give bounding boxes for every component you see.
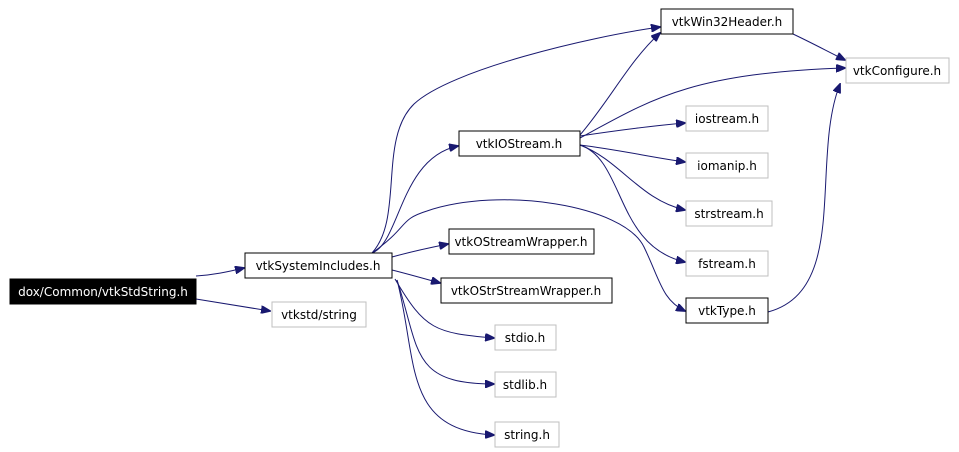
node-vtkConfigure[interactable]: vtkConfigure.h [845,57,950,84]
node-strstream-box [685,200,773,227]
node-vtkSystemIncludes[interactable]: vtkSystemIncludes.h [244,252,393,279]
graph-nodes: dox/Common/vtkStdString.h vtkstd/string … [9,8,950,448]
edge-vtkIOStream-strstream [579,144,685,210]
node-iomanip-box [685,152,769,179]
node-vtkOStrStreamWrapper-label: vtkOStrStreamWrapper.h [451,284,601,298]
node-vtkSystemIncludes-box [244,252,393,279]
node-vtkSystemIncludes-label: vtkSystemIncludes.h [256,259,381,273]
node-root[interactable]: dox/Common/vtkStdString.h [9,278,197,305]
node-iostream-box [685,105,769,132]
edge-vtkSystemIncludes-vtkOStrStreamWrapper [391,269,440,283]
edge-vtkSystemIncludes-vtkOStreamWrapper [391,244,448,258]
node-root-label: dox/Common/vtkStdString.h [18,285,188,299]
edge-vtkSystemIncludes-vtkType [371,199,685,311]
node-vtkType-label: vtkType.h [698,304,756,318]
node-stdlib-label: stdlib.h [503,378,547,392]
node-stdlib[interactable]: stdlib.h [494,371,557,398]
edge-vtkWin32Header-vtkConfigure [792,33,845,60]
node-vtkConfigure-box [845,57,950,84]
edge-vtkIOStream-iostream [579,123,685,137]
node-vtkWin32Header-box [660,8,794,35]
node-vtkOStrStreamWrapper[interactable]: vtkOStrStreamWrapper.h [440,277,613,304]
node-vtkConfigure-label: vtkConfigure.h [853,64,941,78]
node-vtkIOStream-label: vtkIOStream.h [476,137,563,151]
node-vtkOStreamWrapper[interactable]: vtkOStreamWrapper.h [448,228,595,255]
node-strstream[interactable]: strstream.h [685,200,773,227]
node-vtkOStreamWrapper-box [448,228,595,255]
node-iostream[interactable]: iostream.h [685,105,769,132]
node-vtkstd-string-label: vtkstd/string [281,308,357,322]
edge-vtkSystemIncludes-vtkIOStream [371,146,458,254]
edge-vtkIOStream-fstream [579,144,685,262]
node-iomanip[interactable]: iomanip.h [685,152,769,179]
node-fstream-box [685,250,769,277]
node-strstream-label: strstream.h [694,207,763,221]
edge-vtkSystemIncludes-vtkWin32Header [371,27,660,254]
node-string[interactable]: string.h [494,421,560,448]
node-iomanip-label: iomanip.h [697,159,757,173]
graph-edges [195,27,845,435]
node-string-box [494,421,560,448]
node-vtkWin32Header-label: vtkWin32Header.h [672,15,783,29]
edge-root-vtkstd-string [195,298,270,311]
edge-vtkType-vtkConfigure [767,84,840,313]
edge-vtkIOStream-iomanip [579,144,685,162]
node-vtkOStrStreamWrapper-box [440,277,613,304]
node-stdio[interactable]: stdio.h [494,324,557,351]
node-string-label: string.h [504,428,550,442]
node-fstream-label: fstream.h [698,257,756,271]
node-stdio-box [494,324,557,351]
node-vtkOStreamWrapper-label: vtkOStreamWrapper.h [454,235,587,249]
node-vtkType-box [685,297,769,324]
node-vtkIOStream[interactable]: vtkIOStream.h [458,130,581,157]
node-vtkstd-string[interactable]: vtkstd/string [271,301,367,328]
node-root-box [9,278,197,305]
edge-vtkSystemIncludes-string [396,279,494,435]
edge-root-vtkSystemIncludes [195,268,244,277]
node-fstream[interactable]: fstream.h [685,250,769,277]
edge-vtkIOStream-vtkConfigure [579,68,845,139]
edge-vtkSystemIncludes-stdlib [396,279,494,384]
node-stdlib-box [494,371,557,398]
node-vtkstd-string-box [271,301,367,328]
edge-vtkSystemIncludes-stdio [394,278,494,338]
node-vtkIOStream-box [458,130,581,157]
node-iostream-label: iostream.h [695,112,759,126]
node-stdio-label: stdio.h [505,331,545,345]
edge-vtkIOStream-vtkWin32Header [579,33,660,136]
node-vtkType[interactable]: vtkType.h [685,297,769,324]
node-vtkWin32Header[interactable]: vtkWin32Header.h [660,8,794,35]
